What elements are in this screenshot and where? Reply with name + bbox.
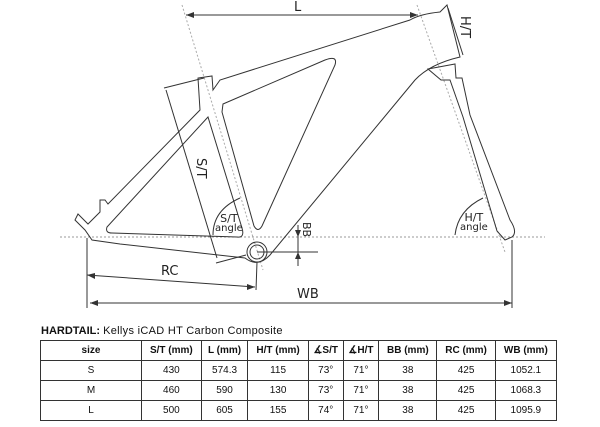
- label-wb: WB: [297, 287, 319, 302]
- cell: 430: [141, 360, 202, 381]
- cell: 38: [378, 360, 438, 381]
- bike-frame-geometry-diagram: [60, 4, 545, 308]
- cell: 74°: [307, 400, 344, 421]
- header-st-angle: ∡S/T: [307, 340, 344, 361]
- cell: 590: [200, 380, 249, 401]
- cell: 130: [247, 380, 309, 401]
- label-head-tube-angle: H/T angle: [460, 211, 488, 233]
- table-title-model: Kellys iCAD HT Carbon Composite: [103, 325, 283, 337]
- st-angle-word: angle: [215, 223, 243, 234]
- label-head-tube: H/T: [457, 16, 472, 39]
- cell: 1068.3: [494, 380, 558, 401]
- cell: 605: [200, 400, 249, 421]
- header-l: L (mm): [200, 340, 249, 361]
- seat-tube-dimension: [165, 89, 218, 259]
- cell: 115: [247, 360, 309, 381]
- head-tube-dimension: [447, 7, 464, 56]
- cell: 1052.1: [494, 360, 558, 381]
- header-ht: H/T (mm): [247, 340, 309, 361]
- cell: 38: [378, 380, 438, 401]
- cell: 500: [141, 400, 202, 421]
- cell: S: [40, 360, 142, 381]
- label-seat-tube: S/T: [193, 158, 208, 179]
- cell: 71°: [342, 380, 380, 401]
- cell: 71°: [342, 360, 380, 381]
- frame-inner-front-triangle: [221, 57, 336, 230]
- st-angle-arc: [212, 197, 241, 236]
- label-rc: RC: [161, 264, 179, 279]
- ht-angle-word: angle: [460, 222, 488, 233]
- header-rc: RC (mm): [436, 340, 496, 361]
- table-title: HARDTAIL: Kellys iCAD HT Carbon Composit…: [41, 325, 283, 337]
- cell: 425: [436, 380, 496, 401]
- header-st: S/T (mm): [141, 340, 202, 361]
- table-title-bold: HARDTAIL:: [41, 325, 101, 337]
- cell: 73°: [307, 360, 344, 381]
- st-angle-name: S/T: [220, 212, 238, 225]
- ht-angle-name: H/T: [464, 211, 484, 224]
- cell: 425: [436, 400, 496, 421]
- cell: 425: [436, 360, 496, 381]
- geometry-table: size S/T (mm) L (mm) H/T (mm) ∡S/T ∡H/T …: [40, 340, 558, 421]
- header-bb: BB (mm): [378, 340, 438, 361]
- cell: 73°: [307, 380, 344, 401]
- frame-outline: [74, 4, 461, 263]
- header-wb: WB (mm): [494, 340, 558, 361]
- header-size: size: [40, 340, 142, 361]
- frame-inner-rear-triangle: [106, 116, 244, 238]
- label-L: L: [294, 0, 302, 15]
- label-bb: BB: [300, 222, 313, 238]
- cell: 460: [141, 380, 202, 401]
- cell: 155: [247, 400, 309, 421]
- label-seat-tube-angle: S/T angle: [215, 212, 243, 234]
- cell: 1095.9: [494, 400, 558, 421]
- cell: 38: [378, 400, 438, 421]
- header-ht-angle: ∡H/T: [342, 340, 380, 361]
- rc-dimension: [86, 274, 256, 288]
- cell: L: [40, 400, 142, 421]
- ht-angle-arc: [454, 197, 484, 236]
- fork: [426, 63, 516, 241]
- cell: M: [40, 380, 142, 401]
- cell: 574.3: [200, 360, 249, 381]
- table-header-row: size S/T (mm) L (mm) H/T (mm) ∡S/T ∡H/T …: [40, 340, 558, 361]
- cell: 71°: [342, 400, 380, 421]
